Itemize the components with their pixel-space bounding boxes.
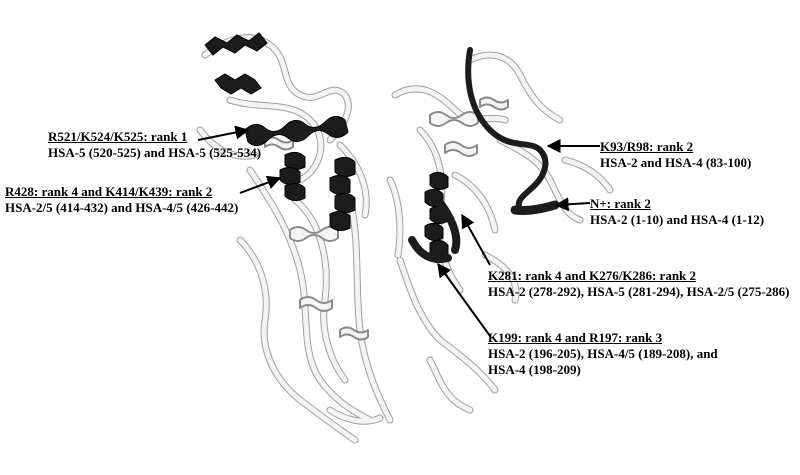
annotation-detail: HSA-2 and HSA-4 (83-100) xyxy=(600,155,752,170)
right-lobe-ribbon xyxy=(386,51,614,414)
annotation-k281: K281: rank 4 and K276/K286: rank 2 HSA-2… xyxy=(488,268,790,300)
annotation-detail: HSA-2 (1-10) and HSA-4 (1-12) xyxy=(590,212,765,227)
annotation-detail: HSA-5 (520-525) and HSA-5 (525-534) xyxy=(48,145,262,160)
annotation-detail: HSA-4 (198-209) xyxy=(488,362,581,377)
annotation-title: K281: rank 4 and K276/K286: rank 2 xyxy=(488,268,697,283)
arrow-k281 xyxy=(461,213,491,266)
left-lobe-ribbon xyxy=(196,34,394,444)
annotation-k93: K93/R98: rank 2 HSA-2 and HSA-4 (83-100) xyxy=(600,139,751,171)
annotation-r428: R428: rank 4 and K414/K439: rank 2 HSA-2… xyxy=(5,184,238,216)
annotation-title: N+: rank 2 xyxy=(590,196,651,211)
left-lobe-highlight xyxy=(204,32,356,232)
annotation-title: R428: rank 4 and K414/K439: rank 2 xyxy=(5,184,213,199)
right-lobe-highlight xyxy=(408,47,560,263)
annotation-detail: HSA-2 (196-205), HSA-4/5 (189-208), and xyxy=(488,346,718,361)
annotation-arrows xyxy=(197,125,600,337)
annotation-k199: K199: rank 4 and R197: rank 3 HSA-2 (196… xyxy=(488,330,718,378)
annotation-detail: HSA-2/5 (414-432) and HSA-4/5 (426-442) xyxy=(5,200,239,215)
annotation-detail: HSA-2 (278-292), HSA-5 (281-294), HSA-2/… xyxy=(488,284,790,299)
arrow-k199 xyxy=(437,262,491,337)
annotation-title: K199: rank 4 and R197: rank 3 xyxy=(488,330,663,345)
annotation-title: R521/K524/K525: rank 1 xyxy=(48,129,188,144)
annotation-title: K93/R98: rank 2 xyxy=(600,139,694,154)
arrow-r428 xyxy=(239,175,282,194)
annotation-n-terminus: N+: rank 2 HSA-2 (1-10) and HSA-4 (1-12) xyxy=(590,196,764,228)
annotation-r521: R521/K524/K525: rank 1 HSA-5 (520-525) a… xyxy=(48,129,261,161)
arrow-n-terminus xyxy=(554,197,591,212)
arrow-r521 xyxy=(197,125,250,141)
